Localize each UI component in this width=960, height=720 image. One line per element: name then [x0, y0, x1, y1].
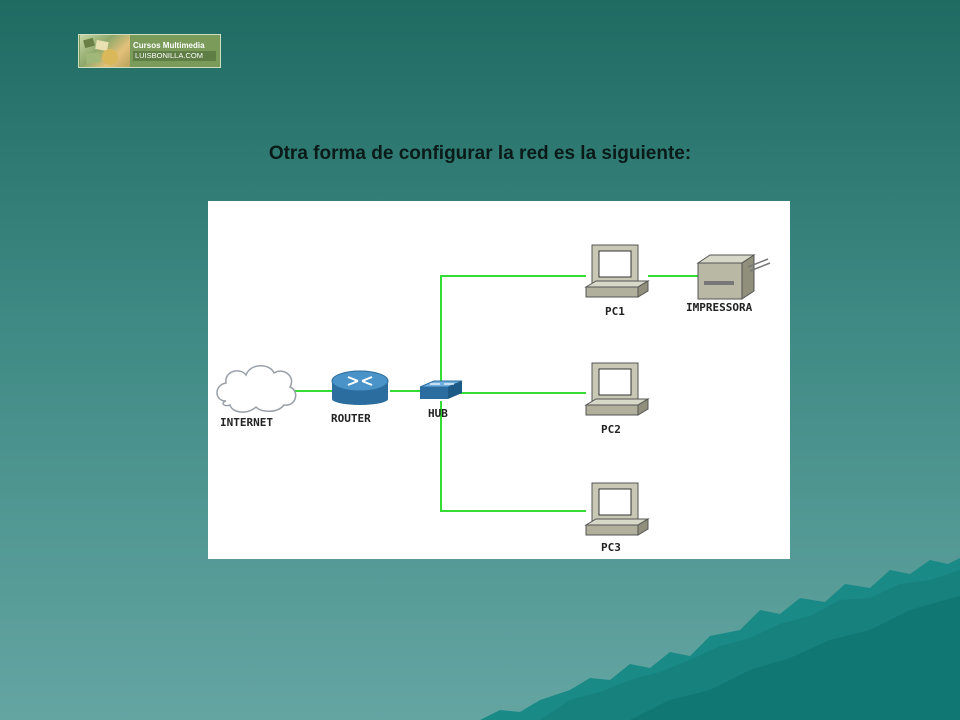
- node-label-pc3: PC3: [601, 541, 621, 554]
- node-label-hub: HUB: [428, 407, 448, 420]
- network-diagram: INTERNET ROUTER HUB PC1 IMPRESSORA PC2 P…: [208, 201, 790, 559]
- link-hub-pc3: [440, 401, 586, 512]
- link-hub-pc1: [440, 275, 586, 383]
- printer-icon: [696, 254, 771, 300]
- computer-icon: [584, 244, 650, 298]
- mountain-decoration: [480, 558, 960, 720]
- cloud-icon: [216, 365, 297, 413]
- node-label-pc1: PC1: [605, 305, 625, 318]
- computer-icon: [584, 362, 650, 416]
- node-label-router: ROUTER: [331, 412, 371, 425]
- node-label-pc2: PC2: [601, 423, 621, 436]
- logo-url: LUISBONILLA.COM: [133, 51, 216, 61]
- slide-title: Otra forma de configurar la red es la si…: [268, 143, 692, 164]
- node-label-internet: INTERNET: [220, 416, 273, 429]
- node-label-printer: IMPRESSORA: [686, 301, 753, 314]
- hub-icon: [419, 380, 463, 399]
- logo-graphic: [80, 35, 130, 67]
- router-icon: [331, 370, 389, 405]
- logo-title: Cursos Multimedia: [133, 41, 205, 50]
- computer-icon: [584, 482, 650, 536]
- network-links: [294, 275, 698, 512]
- site-logo: Cursos Multimedia LUISBONILLA.COM: [78, 34, 221, 68]
